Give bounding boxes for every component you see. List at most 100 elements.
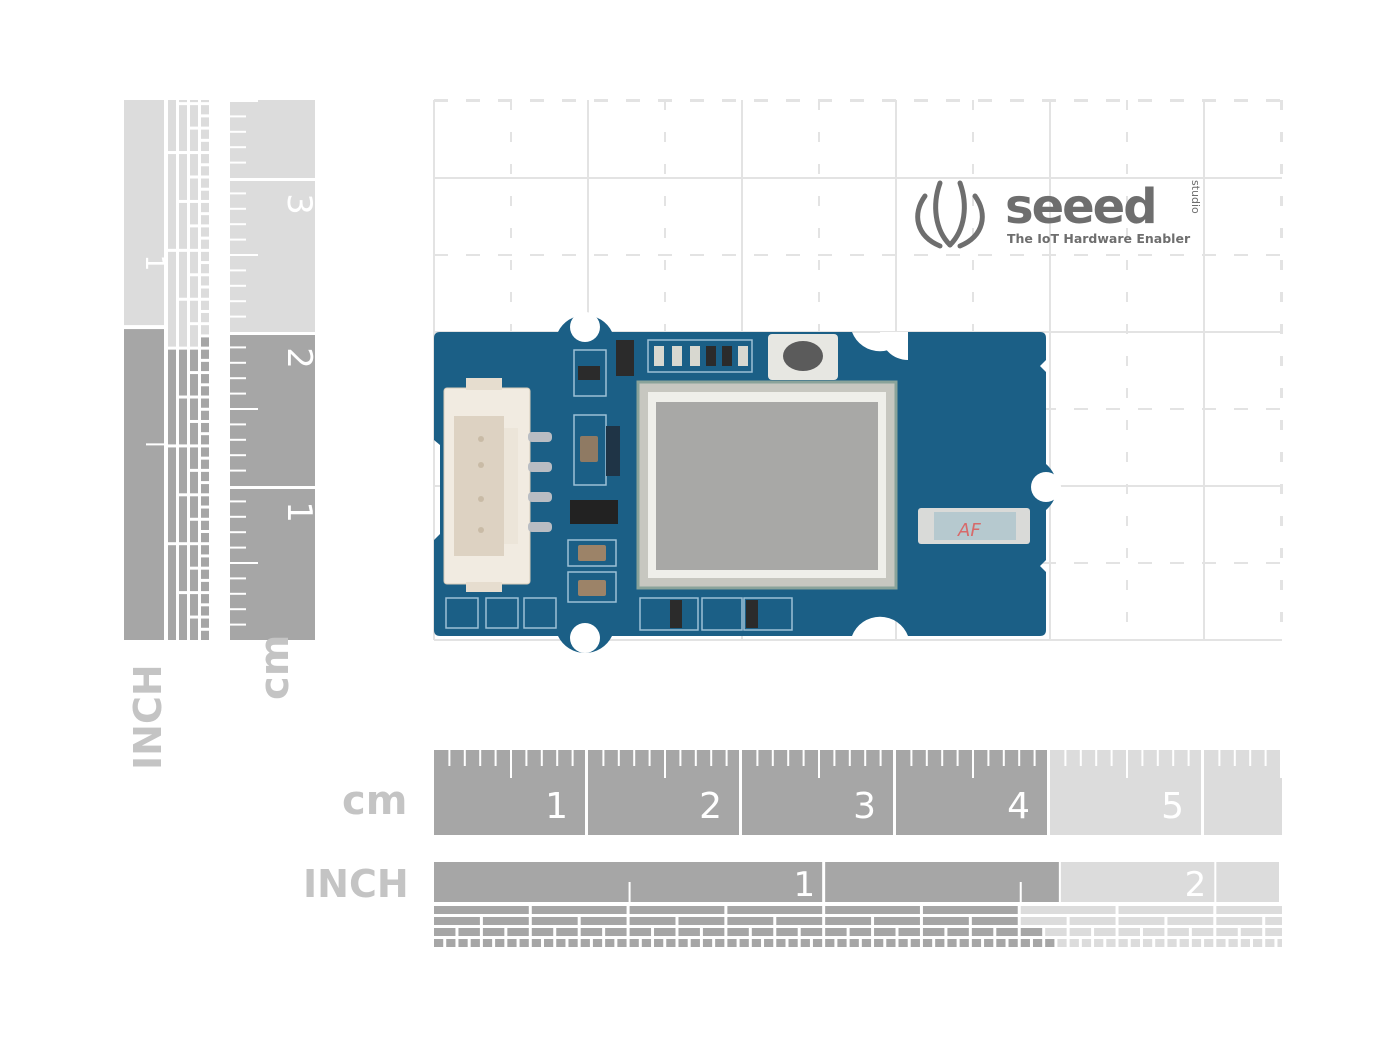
ruler-subdivision bbox=[1167, 939, 1177, 947]
ruler-subdivision bbox=[190, 325, 198, 347]
ruler-subdivision bbox=[874, 917, 920, 925]
ruler-subdivision bbox=[458, 939, 468, 947]
ruler-subdivision bbox=[190, 202, 198, 225]
ruler-segment bbox=[124, 100, 164, 326]
ruler-subdivision bbox=[629, 917, 676, 925]
ruler-subdivision bbox=[702, 939, 713, 947]
ruler-subdivision bbox=[1179, 939, 1189, 947]
ruler-subdivision bbox=[1277, 939, 1282, 947]
ruler-subdivision bbox=[1265, 917, 1282, 925]
ruler-subdivision bbox=[201, 227, 209, 237]
ruler-subdivision bbox=[605, 928, 627, 936]
ruler-subdivision bbox=[482, 939, 493, 947]
ruler-subdivision bbox=[1204, 939, 1214, 947]
ruler-subdivision bbox=[1020, 917, 1067, 925]
ruler-subdivision bbox=[201, 435, 209, 445]
ruler-segment bbox=[230, 181, 315, 332]
ruler-subdivision bbox=[1057, 939, 1067, 947]
ruler-subdivision bbox=[568, 939, 578, 947]
ruler-subdivision bbox=[201, 398, 209, 408]
ruler-subdivision bbox=[1191, 939, 1202, 947]
ruler-subdivision bbox=[837, 939, 847, 947]
ruler-subdivision bbox=[190, 100, 198, 103]
ruler-subdivision bbox=[190, 300, 198, 323]
ruler-subdivision bbox=[201, 325, 209, 335]
ruler-subdivision bbox=[201, 264, 209, 274]
ruler-subdivision bbox=[507, 928, 529, 936]
ruler-subdivision bbox=[179, 202, 187, 249]
ruler-subdivision bbox=[190, 129, 198, 152]
ruler-subdivision bbox=[190, 154, 198, 176]
ruler-subdivision bbox=[201, 251, 209, 262]
ruler-subdivision bbox=[800, 928, 823, 936]
ruler-subdivision bbox=[996, 928, 1018, 936]
ruler-segment bbox=[230, 335, 315, 486]
ruler-subdivision bbox=[179, 545, 187, 592]
ruler-subdivision bbox=[201, 129, 209, 139]
ruler-subdivision bbox=[1142, 939, 1153, 947]
ruler-subdivision bbox=[776, 928, 798, 936]
ruler-subdivision bbox=[190, 594, 198, 616]
ruler-subdivision bbox=[458, 928, 480, 936]
ruler-subdivision bbox=[434, 939, 444, 947]
tactile-button bbox=[768, 334, 838, 380]
ruler-segment bbox=[588, 750, 739, 835]
ruler-subdivision bbox=[190, 545, 198, 567]
ruler-subdivision bbox=[800, 939, 810, 947]
ruler-subdivision bbox=[201, 496, 209, 506]
ruler-subdivision bbox=[678, 939, 688, 947]
ruler-subdivision bbox=[825, 939, 835, 947]
antenna-marking: AF bbox=[957, 520, 981, 541]
horizontal-cm-unit-label: cm bbox=[342, 778, 408, 824]
ruler-subdivision bbox=[1228, 939, 1238, 947]
ruler-subdivision bbox=[201, 569, 209, 579]
ruler-subdivision bbox=[971, 939, 982, 947]
ruler-segment bbox=[1204, 750, 1282, 835]
ruler-subdivision bbox=[886, 939, 896, 947]
ruler-subdivision bbox=[201, 276, 209, 286]
ruler-subdivision bbox=[190, 251, 198, 274]
ruler-subdivision bbox=[201, 545, 209, 555]
ruler-subdivision bbox=[201, 202, 209, 213]
ruler-subdivision bbox=[179, 398, 187, 445]
ruler-subdivision bbox=[776, 917, 823, 925]
ruler-subdivision bbox=[849, 939, 859, 947]
ruler-subdivision bbox=[190, 422, 198, 445]
ruler-subdivision bbox=[201, 459, 209, 469]
ruler-subdivision bbox=[1216, 906, 1282, 914]
ruler-tick-label: 3 bbox=[279, 193, 319, 215]
mounting-hole bbox=[1031, 472, 1061, 502]
ruler-subdivision bbox=[544, 939, 554, 947]
ruler-tick-label: 2 bbox=[1185, 865, 1207, 905]
ruler-subdivision bbox=[788, 939, 798, 947]
ruler-subdivision bbox=[605, 939, 615, 947]
ruler-subdivision bbox=[190, 276, 198, 298]
ruler-subdivision bbox=[531, 939, 542, 947]
ruler-subdivision bbox=[190, 569, 198, 592]
ruler-subdivision bbox=[201, 630, 209, 640]
antenna-chip: AF bbox=[918, 508, 1030, 544]
ruler-subdivision bbox=[201, 312, 209, 323]
ruler-subdivision bbox=[179, 496, 187, 543]
ruler-subdivision bbox=[641, 939, 652, 947]
mounting-hole bbox=[570, 312, 600, 342]
ruler-subdivision bbox=[201, 166, 209, 176]
pcb-board: AF bbox=[434, 312, 1061, 653]
ruler-subdivision bbox=[434, 928, 456, 936]
ruler-subdivision bbox=[898, 928, 920, 936]
ruler-subdivision bbox=[470, 939, 480, 947]
ruler-subdivision bbox=[556, 928, 578, 936]
ruler-subdivision bbox=[690, 939, 700, 947]
ruler-subdivision bbox=[1240, 939, 1250, 947]
ruler-subdivision bbox=[201, 606, 209, 616]
ruler-subdivision bbox=[201, 484, 209, 494]
ruler-subdivision bbox=[812, 939, 823, 947]
ruler-subdivision bbox=[1020, 906, 1116, 914]
ruler-subdivision bbox=[702, 928, 725, 936]
ruler-subdivision bbox=[168, 154, 176, 249]
ruler-subdivision bbox=[1094, 928, 1116, 936]
ruler-subdivision bbox=[201, 239, 209, 249]
vertical-inch-unit-label: INCH bbox=[126, 664, 170, 770]
ruler-subdivision bbox=[190, 349, 198, 372]
ruler-subdivision bbox=[168, 349, 176, 445]
